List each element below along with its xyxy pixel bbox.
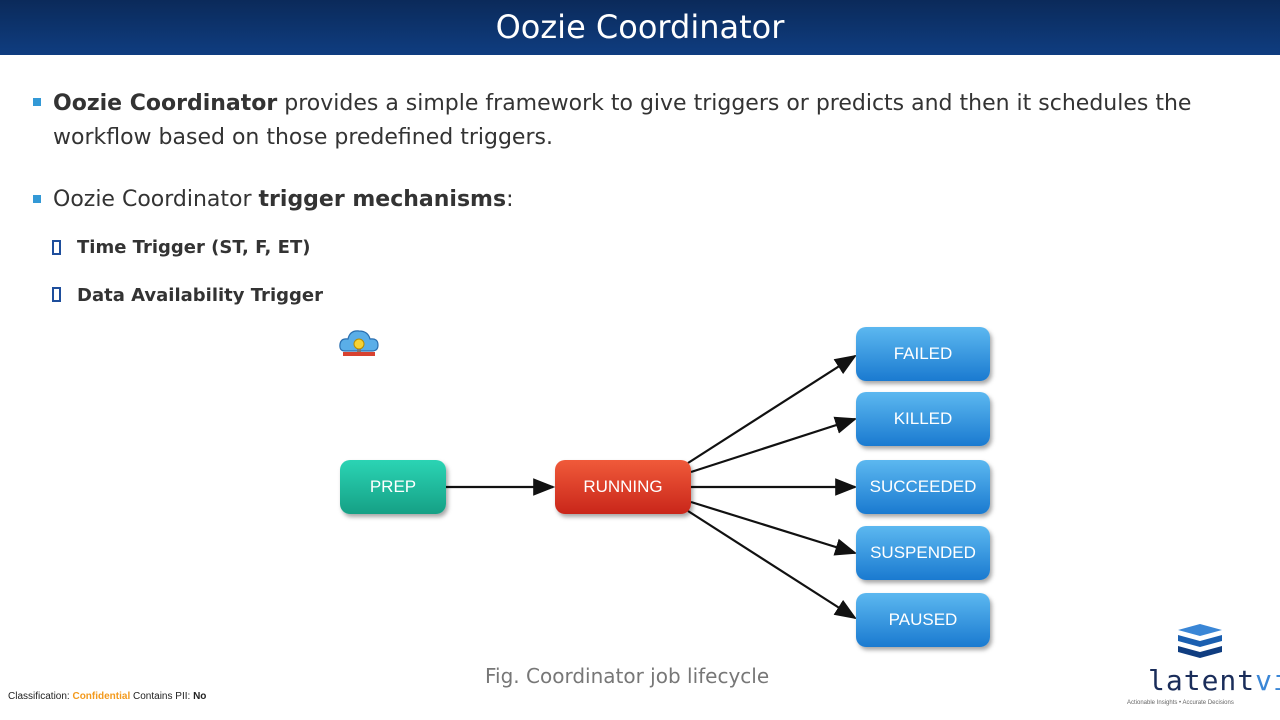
- sub-bullet-marker: [52, 240, 61, 255]
- bullet-paragraph-2: Oozie Coordinator trigger mechanisms:: [53, 183, 514, 217]
- arrow-running-failed: [687, 354, 857, 464]
- lifecycle-diagram: [446, 354, 858, 620]
- sub-bullet-marker: [52, 287, 61, 302]
- pii-label: Contains PII:: [130, 691, 194, 702]
- stacked-layers-icon: [1178, 624, 1222, 658]
- prep-node: PREP: [340, 460, 446, 514]
- killed-node: KILLED: [856, 392, 990, 446]
- bullet-paragraph-1: Oozie Coordinator provides a simple fram…: [53, 87, 1268, 155]
- bullet-marker: [33, 195, 41, 203]
- bullet-2-suffix: :: [506, 187, 514, 212]
- brand-name-part1: latent: [1148, 664, 1256, 697]
- bullet-1-text: provides a simple framework to give trig…: [53, 91, 1192, 150]
- arrow-running-paused: [687, 510, 857, 620]
- brand-wordmark: latentview: [1148, 664, 1280, 697]
- classification-value: Confidential: [72, 691, 131, 702]
- title-bar: [0, 0, 1280, 55]
- running-node: RUNNING: [555, 460, 691, 514]
- bullet-2-prefix: Oozie Coordinator: [53, 187, 259, 212]
- bullet-marker: [33, 98, 41, 106]
- failed-node: FAILED: [856, 327, 990, 381]
- slide-title: Oozie Coordinator: [495, 8, 785, 46]
- classification-label: Classification:: [8, 691, 73, 702]
- brand-tagline: Actionable Insights • Accurate Decisions: [1127, 700, 1234, 706]
- figure-caption: Fig. Coordinator job lifecycle: [485, 664, 770, 688]
- bullet-2-bold: trigger mechanisms: [258, 187, 507, 212]
- sub-item-time-trigger: Time Trigger (ST, F, ET): [77, 237, 311, 258]
- arrow-running-suspended: [690, 500, 858, 556]
- brand-name-part2: view: [1255, 664, 1280, 697]
- sub-item-data-availability-trigger: Data Availability Trigger: [77, 285, 323, 306]
- classification-footer: Classification: Confidential Contains PI…: [8, 691, 206, 702]
- pii-value: No: [193, 691, 207, 702]
- succeeded-node: SUCCEEDED: [856, 460, 990, 514]
- arrow-running-killed: [690, 416, 858, 474]
- suspended-node: SUSPENDED: [856, 526, 990, 580]
- bullet-1-bold: Oozie Coordinator: [53, 91, 278, 116]
- cloud-lightbulb-icon: [339, 330, 379, 356]
- paused-node: PAUSED: [856, 593, 990, 647]
